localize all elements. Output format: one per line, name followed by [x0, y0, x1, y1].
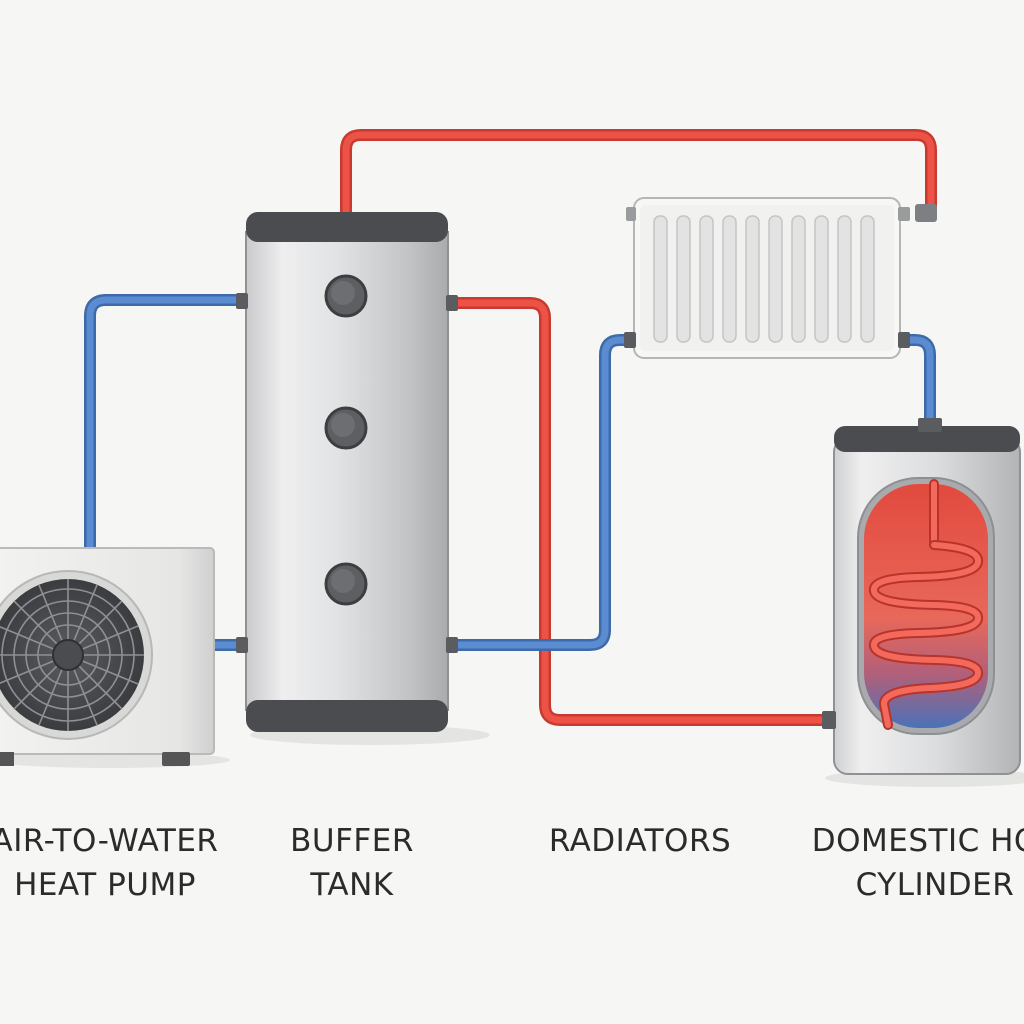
label-heat-pump: AIR-TO-WATER HEAT PUMP [0, 819, 250, 907]
label-buffer-tank-line1: BUFFER [290, 823, 414, 859]
radiator-valve [915, 204, 937, 222]
buffer-tank [236, 212, 458, 732]
label-radiators-line1: RADIATORS [548, 823, 732, 859]
cold-pipe-heatpump-to-buffer-top [84, 294, 246, 554]
label-heat-pump-line1: AIR-TO-WATER [0, 823, 219, 859]
cold-pipe-radiator-to-cylinder [894, 334, 936, 431]
label-buffer-tank: BUFFER TANK [252, 819, 452, 907]
label-cylinder-line1: DOMESTIC HOT [811, 823, 1024, 859]
hot-water-cylinder [822, 418, 1021, 775]
tank-port [324, 274, 368, 318]
tank-port [324, 562, 368, 606]
heat-pump-foot-left [0, 752, 14, 766]
label-heat-pump-line2: HEAT PUMP [14, 867, 196, 903]
radiator-bleed-valve [626, 207, 636, 221]
label-cylinder-line2: CYLINDER [855, 867, 1015, 903]
label-buffer-tank-line2: TANK [310, 867, 394, 903]
tank-port [324, 406, 368, 450]
heat-pump-unit [0, 547, 215, 766]
heat-pump-foot-right [162, 752, 190, 766]
radiator-panel [624, 197, 937, 359]
heating-coil-icon [869, 479, 983, 730]
label-radiators: RADIATORS [520, 819, 760, 863]
label-cylinder: DOMESTIC HOT CYLINDER [790, 819, 1024, 907]
hot-pipe-buffer-to-cylinder [446, 297, 836, 726]
